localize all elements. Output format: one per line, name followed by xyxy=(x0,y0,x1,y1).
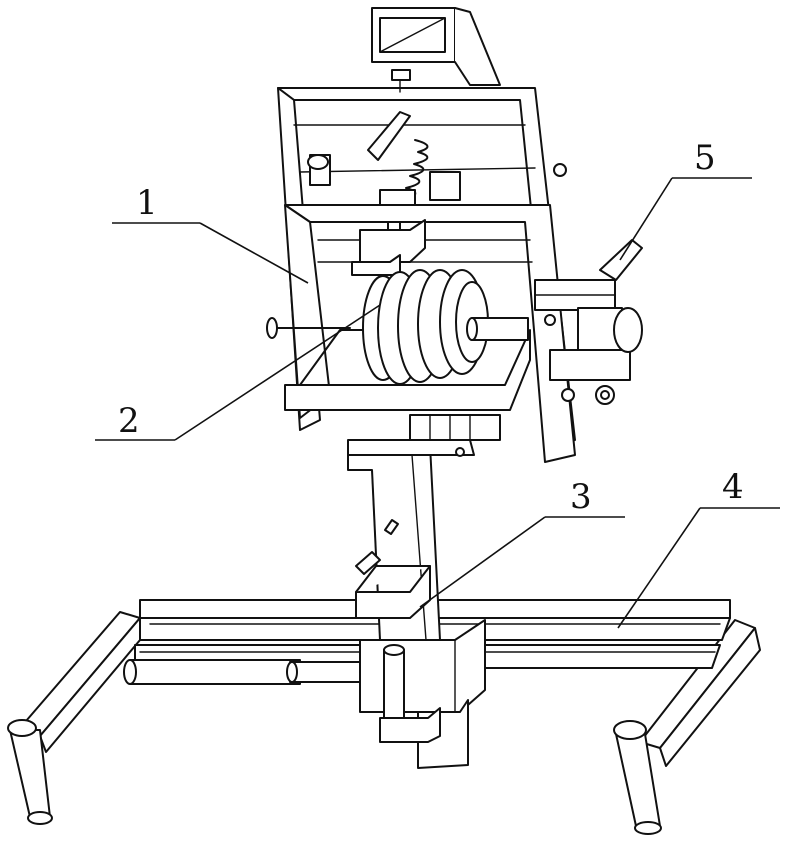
callout-3: 3 xyxy=(570,477,592,517)
leader-3-diag xyxy=(420,517,545,607)
callout-1: 1 xyxy=(136,183,158,223)
leader-5-diag xyxy=(620,178,672,260)
callout-5: 5 xyxy=(694,138,716,178)
callout-4: 4 xyxy=(722,467,744,507)
side-motor-assembly xyxy=(535,164,642,404)
callout-2: 2 xyxy=(118,401,140,441)
